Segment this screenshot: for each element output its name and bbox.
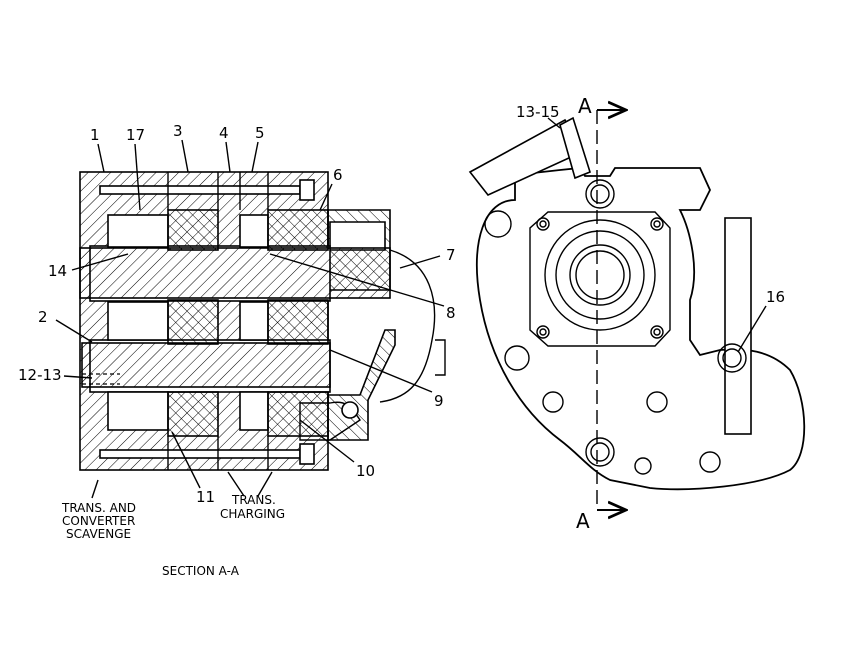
callout-17: 17 xyxy=(126,126,145,144)
note-charging-2: CHARGING xyxy=(220,507,285,521)
callout-9: 9 xyxy=(434,392,444,410)
gear-2 xyxy=(167,299,219,345)
callout-6: 6 xyxy=(333,166,343,184)
section-marker-top: A xyxy=(578,94,592,118)
note-scavenge-1: TRANS. AND xyxy=(61,501,136,515)
gear-4 xyxy=(267,209,329,251)
gear-3 xyxy=(167,391,219,437)
side-boss xyxy=(724,217,752,435)
bolt-hole xyxy=(341,401,359,419)
drive-shaft xyxy=(79,247,391,299)
cover-pocket xyxy=(329,221,386,251)
outer-bore xyxy=(544,219,656,331)
gear-6 xyxy=(267,391,329,437)
callout-11: 11 xyxy=(196,488,215,506)
note-charging-1: TRANS. xyxy=(231,493,276,507)
note-scavenge-2: CONVERTER xyxy=(62,514,135,528)
idler-shaft xyxy=(81,342,331,388)
callout-14: 14 xyxy=(48,262,67,280)
callout-1: 1 xyxy=(90,126,100,144)
flange-bolt-holes xyxy=(536,217,664,339)
note-scavenge-3: SCAVENGE xyxy=(66,527,131,541)
flange xyxy=(529,211,671,347)
section-caption: SECTION A-A xyxy=(162,564,240,578)
callout-4: 4 xyxy=(219,124,229,142)
callout-3: 3 xyxy=(173,122,183,140)
shaft-seal xyxy=(569,244,631,306)
callout-12-13: 12-13 xyxy=(18,366,62,384)
gear-1 xyxy=(167,209,219,251)
callout-10: 10 xyxy=(356,462,375,480)
bolt-top xyxy=(99,185,301,195)
callout-13-15: 13-15 xyxy=(516,103,560,121)
section-marker-bottom: A xyxy=(576,509,590,533)
end-view: A A 13-15 16 xyxy=(468,94,806,533)
callout-5: 5 xyxy=(255,124,265,142)
section-view: 1 17 3 4 5 6 7 8 9 10 11 14 2 12-13 TRAN… xyxy=(18,122,456,578)
bolt-bottom xyxy=(99,449,301,459)
plug xyxy=(435,339,446,376)
callout-7: 7 xyxy=(446,246,456,264)
rear-cover-outline xyxy=(379,249,436,403)
end-housing xyxy=(476,167,806,491)
cover-lower xyxy=(327,329,396,441)
callout-16: 16 xyxy=(766,288,785,306)
callout-8: 8 xyxy=(446,304,456,322)
gear-5 xyxy=(267,299,329,345)
callout-2: 2 xyxy=(38,308,48,326)
